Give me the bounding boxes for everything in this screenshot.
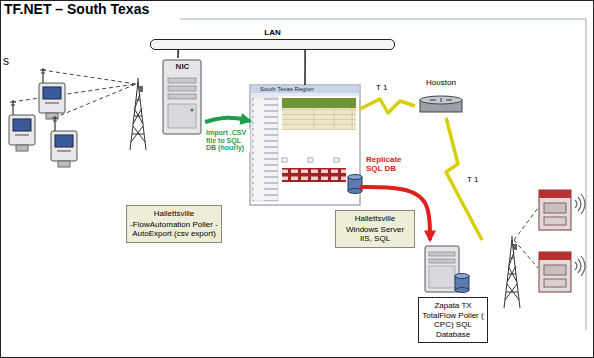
cut-text: s [3, 54, 9, 68]
screenshot [282, 168, 346, 182]
screenshot [252, 97, 278, 201]
remote-units [539, 190, 585, 292]
lan-band: LAN [150, 28, 395, 50]
router-icon [430, 98, 452, 102]
radio-links [514, 208, 538, 240]
radio-links [514, 208, 538, 268]
screenshot [282, 168, 346, 182]
site-box: HallettsvilleWindows Server IIS, SQL [335, 210, 415, 248]
router-icon [420, 96, 462, 112]
router-node: Houston [415, 78, 467, 118]
screenshot [250, 85, 360, 205]
radio-links [54, 84, 136, 118]
server-icon [191, 109, 194, 112]
flow-computers [9, 100, 35, 151]
server-icon [168, 94, 196, 99]
server-icon [168, 78, 196, 83]
screenshot [282, 108, 356, 130]
radio-links [42, 70, 136, 84]
edge-label: Import .CSV file to SQL DB (hourly) [206, 129, 250, 152]
screenshot [251, 94, 359, 96]
flow-computers [39, 68, 65, 119]
server-icon [429, 252, 455, 256]
node-body: -FlowAutomation Poller -AutoExport (csv … [130, 220, 218, 239]
node-label: South Texas Region [250, 85, 360, 93]
screenshot [334, 158, 339, 162]
edge-label: T 1 [467, 176, 487, 185]
screenshot [250, 85, 360, 205]
flow-computers [9, 68, 77, 167]
server-icon [429, 259, 455, 263]
diagram-title: TF.NET – South Texas [4, 1, 149, 17]
server-node: NIC [160, 58, 205, 136]
server-icon [425, 246, 459, 292]
server-icon [168, 104, 196, 128]
node-body: Windows Server IIS, SQL [339, 225, 411, 244]
node-label: Zapata TX TotalFlow Poller ( CPC) SQL Da… [418, 297, 488, 343]
server-icon [163, 60, 201, 134]
radio-links [12, 84, 136, 102]
database-icon [348, 175, 362, 194]
network-bus [150, 39, 395, 50]
radio-links [514, 240, 538, 268]
edge-label: Replicate SQL DB [366, 156, 406, 174]
lan-drop [304, 50, 306, 85]
server-icon [163, 60, 201, 134]
radio-tower [504, 236, 520, 308]
node-label: Hallettsville [339, 214, 411, 224]
remote-units [539, 190, 585, 230]
screenshot [282, 108, 356, 130]
node-label: NIC [160, 62, 205, 71]
edge-label: T 1 [376, 84, 396, 93]
remote-units [539, 252, 585, 292]
server-icon [455, 288, 469, 293]
screenshot [308, 158, 313, 162]
screenshot-window: South Texas Region [250, 85, 360, 205]
router-icon [420, 96, 462, 104]
node-label: Houston [415, 78, 467, 88]
screenshot [251, 86, 360, 94]
site-box: Hallettsville-FlowAutomation Poller -Aut… [126, 205, 222, 243]
server-icon [168, 86, 196, 91]
server-icon [425, 246, 469, 293]
link-line [205, 118, 250, 122]
flow-computers [51, 116, 77, 167]
screenshot [282, 158, 287, 162]
server-icon [455, 274, 469, 279]
node-label: LAN [150, 28, 395, 38]
database-icon [348, 175, 362, 180]
lan-drop [177, 50, 179, 58]
screenshot [282, 98, 356, 108]
server-node: Zapata TX TotalFlow Poller ( CPC) SQL Da… [418, 240, 498, 343]
node-label: Hallettsville [130, 209, 218, 219]
radio-links [12, 70, 136, 118]
frame-line [180, 19, 586, 330]
database-icon [348, 189, 362, 194]
screenshot [252, 97, 278, 201]
server-icon [429, 266, 455, 288]
link-line [360, 99, 415, 113]
radio-tower [130, 78, 146, 150]
